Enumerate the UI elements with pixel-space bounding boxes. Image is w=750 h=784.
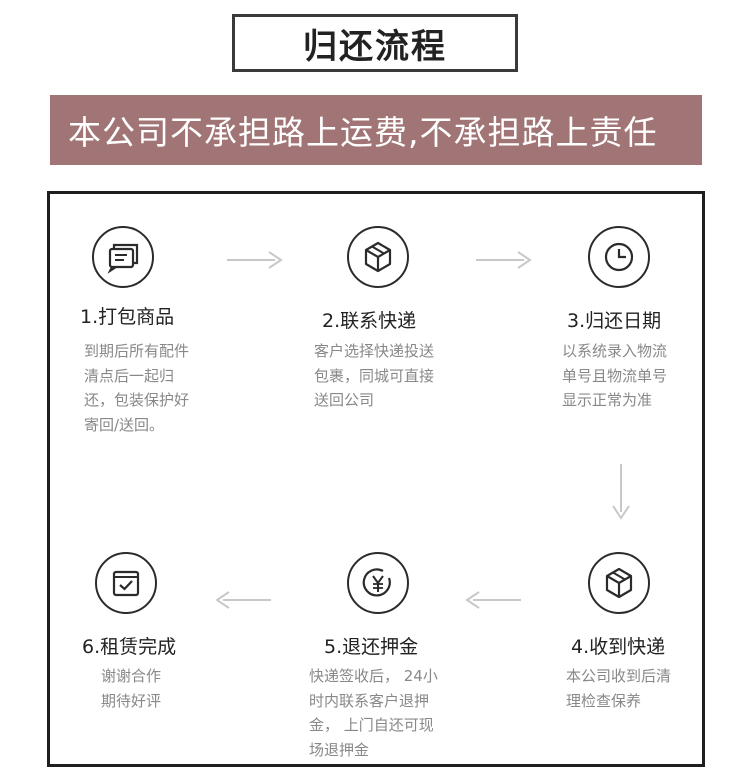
- step-3-desc: 以系统录入物流 单号且物流单号 显示正常为准: [562, 342, 668, 409]
- yen-coin-icon: [362, 568, 391, 597]
- step-1-desc: 到期后所有配件 清点后一起归 还，包装保护好 寄回/送回。: [84, 342, 190, 434]
- step-6-icon-circle: [95, 552, 157, 614]
- notice-banner-text: 本公司不承担路上运费,不承担路上责任: [68, 113, 658, 152]
- step-2-desc: 客户选择快递投送 包裹，同城可直接 送回公司: [314, 342, 435, 409]
- step-2-title: 2.联系快递: [322, 310, 417, 332]
- step-3-title: 3.归还日期: [567, 310, 662, 332]
- arrow-left-icon: [215, 591, 271, 609]
- page-title-box: 归还流程: [232, 14, 518, 72]
- chat-icon: [107, 243, 139, 274]
- package-icon: [605, 567, 633, 599]
- package-icon: [364, 241, 392, 273]
- step-5-desc: 快递签收后， 24小 时内联系客户退押 金， 上门自还可现 场退押金: [309, 667, 438, 759]
- notice-banner: 本公司不承担路上运费,不承担路上责任: [50, 95, 702, 165]
- arrow-down-icon: [612, 464, 630, 520]
- step-5-title: 5.退还押金: [324, 636, 419, 658]
- arrow-left-icon: [465, 591, 521, 609]
- arrow-right-icon: [476, 251, 532, 269]
- step-4-desc: 本公司收到后清 理检查保养: [566, 667, 672, 710]
- step-5-icon-circle: [347, 552, 409, 614]
- step-1-title: 1.打包商品: [80, 306, 175, 328]
- page-title: 归还流程: [303, 26, 447, 67]
- step-4-title: 4.收到快递: [571, 636, 666, 658]
- step-1-icon-circle: [92, 226, 154, 288]
- process-panel: 1.打包商品 到期后所有配件 清点后一起归 还，包装保护好 寄回/送回。 2.联…: [47, 191, 705, 767]
- step-2-icon-circle: [347, 226, 409, 288]
- step-4-icon-circle: [588, 552, 650, 614]
- arrow-right-icon: [227, 251, 283, 269]
- step-6-title: 6.租赁完成: [82, 636, 177, 658]
- clock-icon: [604, 242, 634, 272]
- step-3-icon-circle: [588, 226, 650, 288]
- checkbox-icon: [112, 570, 140, 597]
- step-6-desc: 谢谢合作 期待好评: [101, 667, 162, 710]
